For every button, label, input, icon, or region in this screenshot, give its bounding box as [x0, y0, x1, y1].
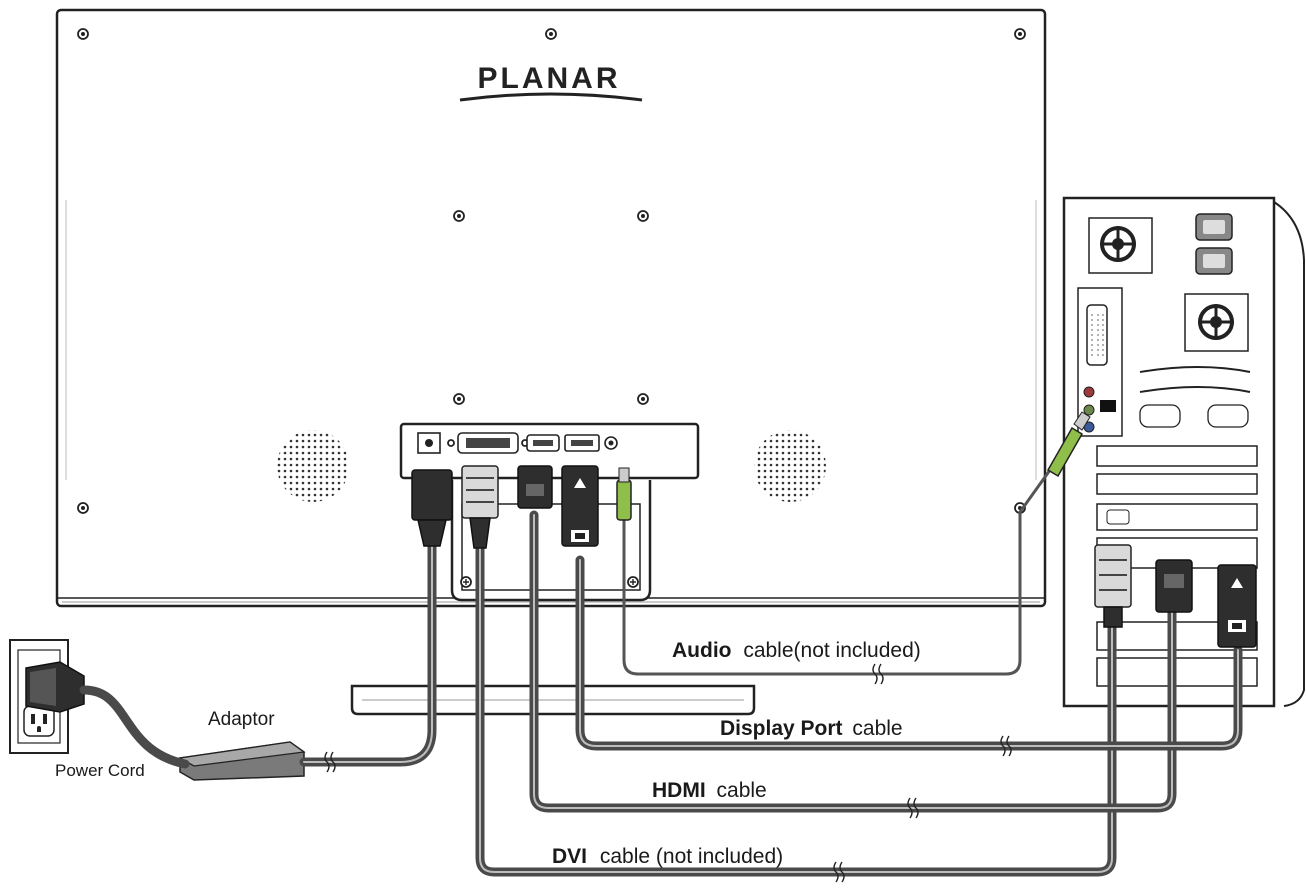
- wall-outlet-icon: [9, 639, 85, 754]
- dvi-label-rest: cable (not included): [600, 845, 783, 868]
- audio-cable-label: Audio cable(not included): [672, 639, 921, 662]
- hdmi-plug-monitor: [517, 465, 553, 509]
- power-adaptor-icon: [178, 741, 306, 781]
- screw-icon: [77, 28, 1026, 514]
- dvi-plug-pc: [1094, 544, 1132, 628]
- audio-label-rest: cable(not included): [743, 639, 920, 662]
- pc-tower: [1062, 196, 1305, 708]
- displayport-cable-label: Display Port cable: [720, 717, 903, 740]
- displayport-plug-monitor: [561, 465, 599, 547]
- power-cord-label: Power Cord: [55, 761, 145, 780]
- adaptor-label: Adaptor: [208, 709, 275, 730]
- hdmi-label-bold: HDMI: [652, 779, 706, 802]
- power-plug-monitor: [411, 469, 453, 547]
- speaker-grille-icon: [277, 430, 826, 502]
- monitor-back: PLANAR: [55, 8, 1047, 608]
- hdmi-label-rest: cable: [717, 779, 767, 802]
- displayport-plug-pc: [1217, 564, 1257, 648]
- cable-break-marks: [324, 663, 1012, 883]
- dvi-cable-label: DVI cable (not included): [552, 845, 783, 868]
- dp-label-rest: cable: [852, 717, 902, 740]
- io-panel: [399, 422, 700, 480]
- audio-plug-pc: [1046, 411, 1091, 478]
- hdmi-plug-pc: [1155, 559, 1193, 613]
- brand-logo: PLANAR: [478, 62, 621, 95]
- monitor-stand-base: [350, 684, 756, 716]
- hdmi-cable-label: HDMI cable: [652, 779, 767, 802]
- screw-icon: [460, 576, 639, 588]
- fan-icon: [1088, 217, 1249, 352]
- dvi-plug-monitor: [461, 465, 499, 549]
- audio-label-bold: Audio: [672, 639, 731, 662]
- audio-plug-monitor: [616, 467, 632, 521]
- dp-label-bold: Display Port: [720, 717, 843, 740]
- dvi-label-bold: DVI: [552, 845, 587, 868]
